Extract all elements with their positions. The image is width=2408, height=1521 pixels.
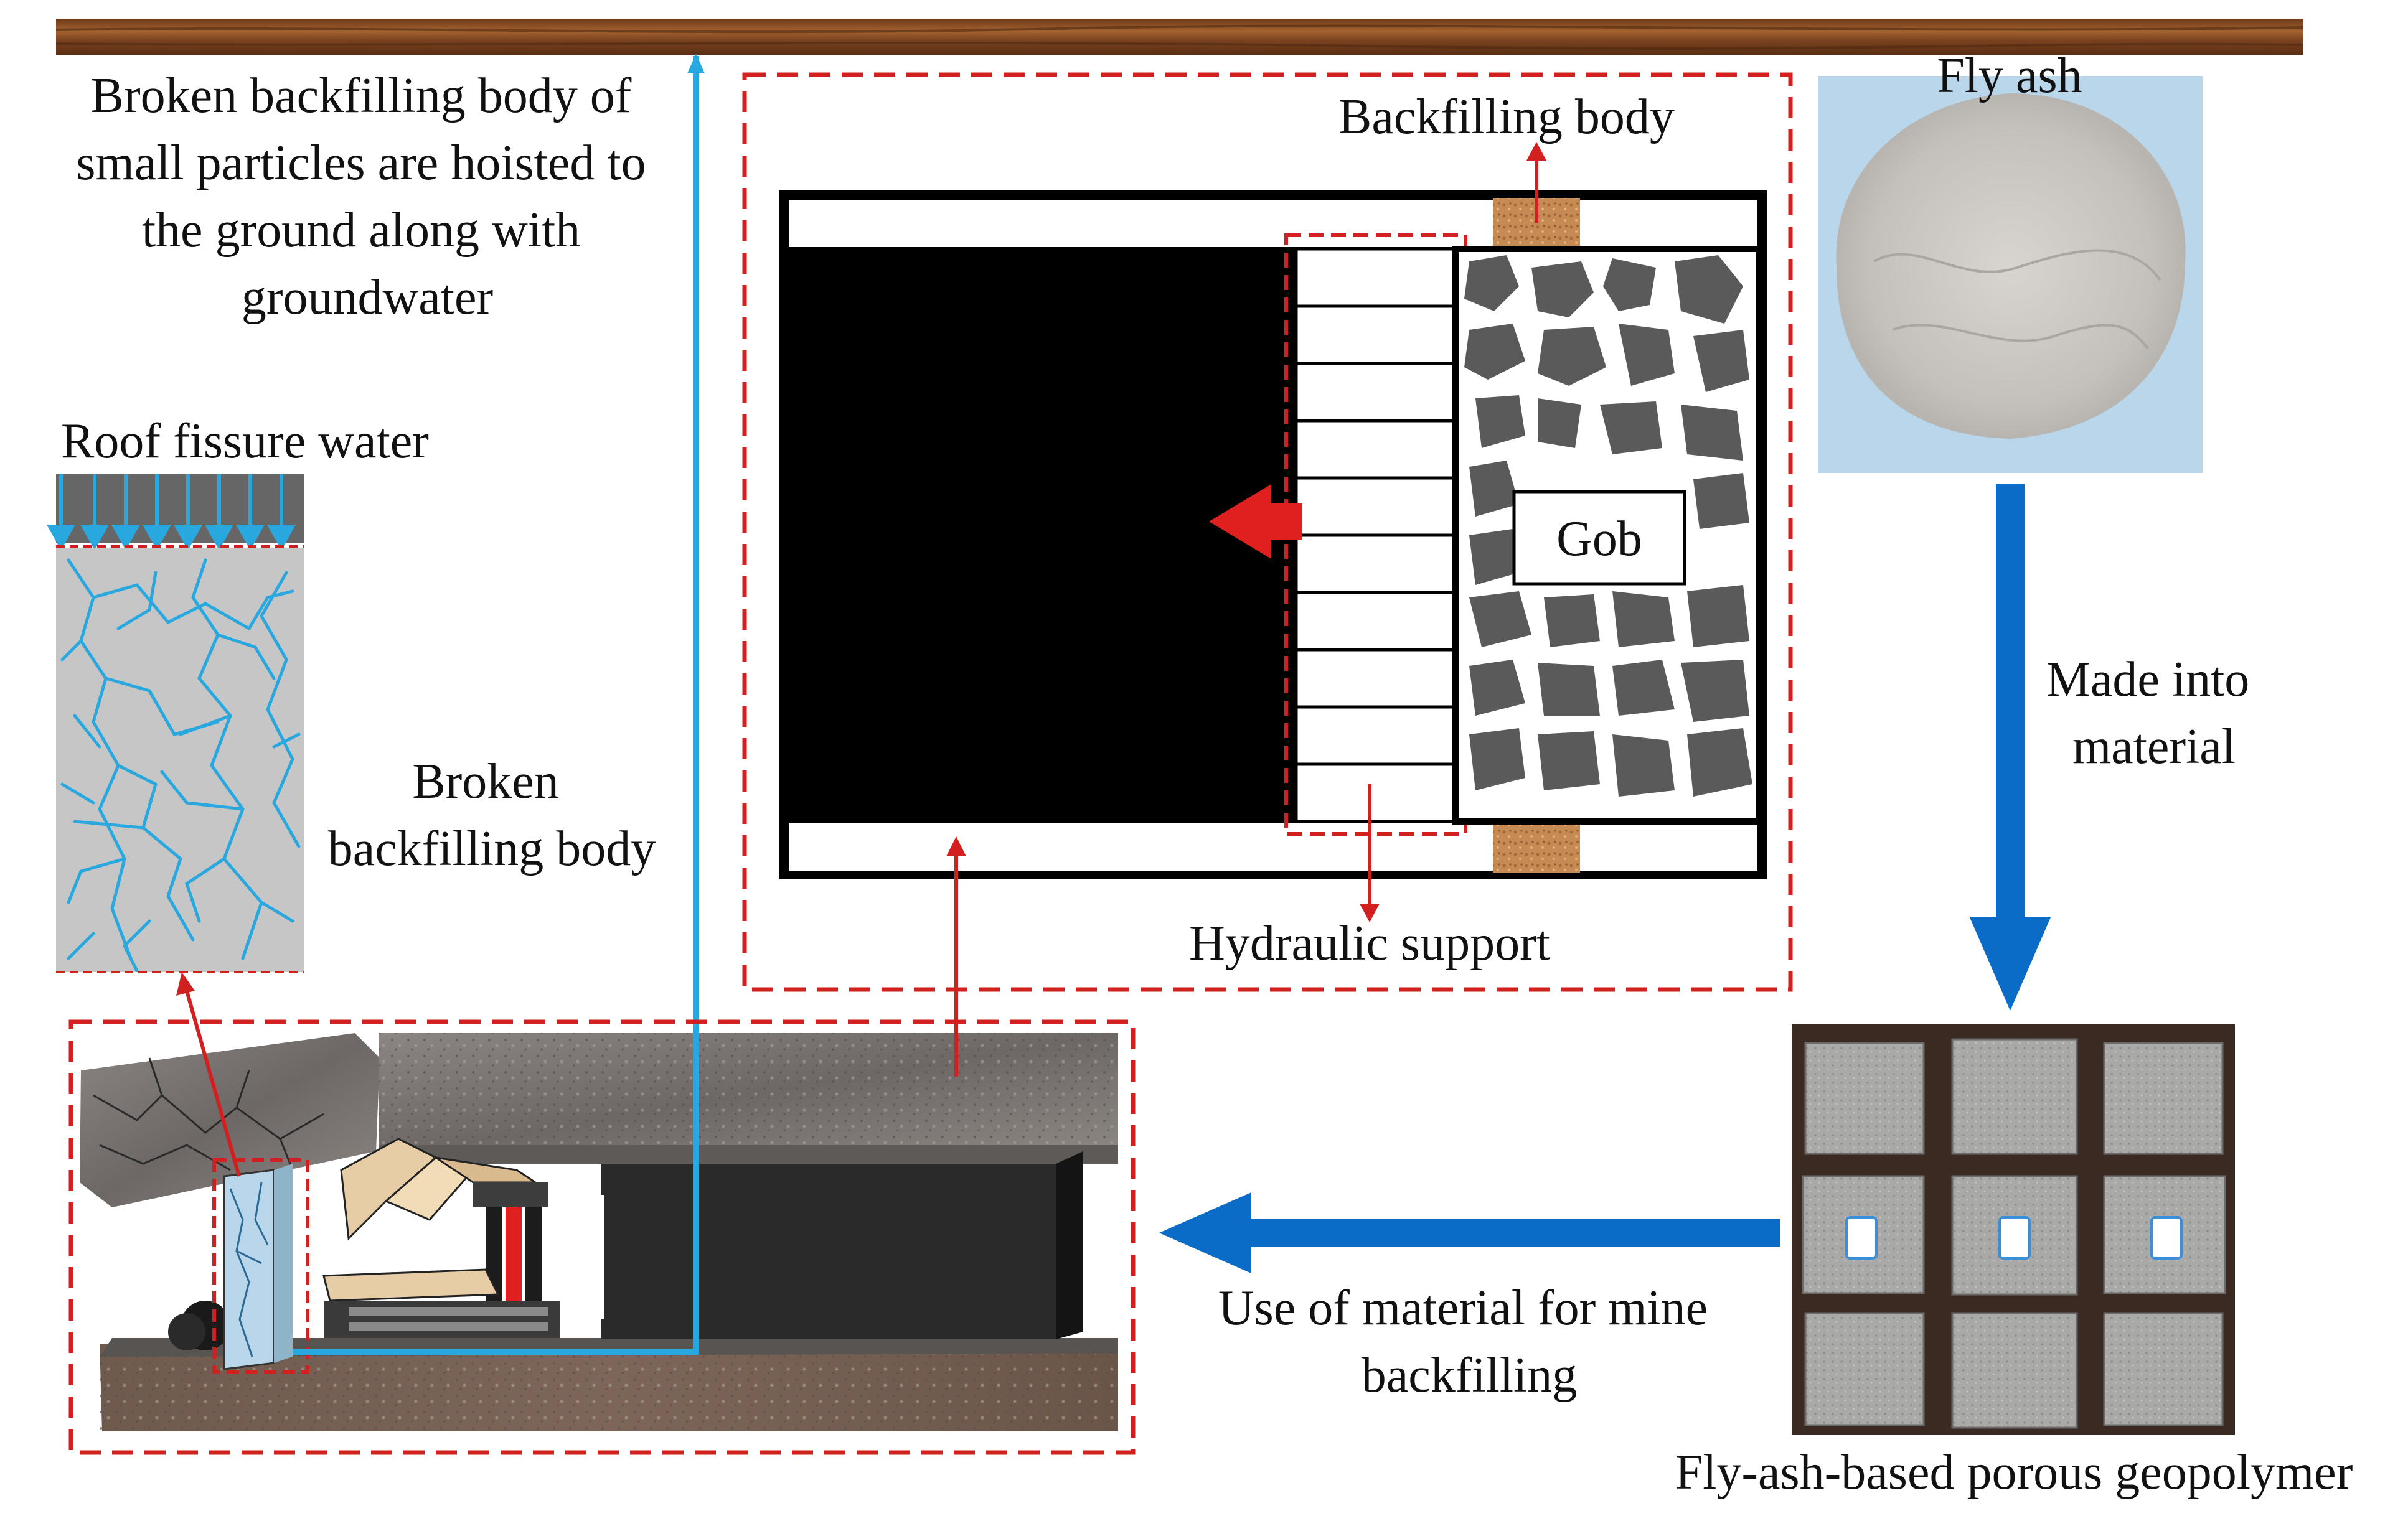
surface-wood-grain: [55, 24, 2304, 50]
hydraulic-support-machine: [168, 1138, 560, 1350]
made-into-arrow-shaft: [1996, 484, 2025, 920]
backfill-body-pointer-head-icon: [1526, 142, 1546, 161]
fly-ash-pile: [1836, 93, 2186, 439]
coal-seam-block: [601, 1164, 1056, 1339]
coal-seam-side: [1056, 1151, 1083, 1339]
specimen-tags: [1845, 1216, 2183, 1260]
hydraulic-support-label: Hydraulic support: [1189, 916, 1550, 971]
water-drip-arrows: [46, 474, 296, 551]
backfilling-body-label: Backfilling body: [1338, 90, 1675, 144]
made-into-label: Made into material: [2046, 652, 2262, 774]
geopolymer-label: Fly-ash-based porous geopolymer: [1675, 1445, 2353, 1500]
backfill-column: [223, 1169, 275, 1370]
mining-section-3d: [80, 1033, 1118, 1431]
backfill-column-callout: [212, 1158, 309, 1374]
coal-face-black: [787, 249, 1296, 821]
upper-roadway: [785, 196, 1761, 251]
hoisting-arrow-head-icon: [687, 54, 705, 73]
broken-backfill-pointer: [185, 990, 241, 1177]
plan-view-pointer-head-icon: [946, 836, 966, 856]
ground-surface: [56, 19, 2303, 55]
plan-view-callout-box: [742, 72, 1793, 992]
use-of-material-label: Use of material for mine backfilling: [1218, 1281, 1720, 1403]
broken-backfill-label: Broken backfilling body: [328, 754, 656, 876]
use-material-arrow-shaft: [1248, 1219, 1780, 1247]
hydraulic-support-pointer-head-icon: [1360, 904, 1380, 922]
gob-label: Gob: [1556, 512, 1642, 566]
main-roof-texture: [379, 1033, 1118, 1158]
made-into-arrow-head-icon: [1970, 917, 2051, 1011]
broken-backfill-pointer-head-icon: [176, 972, 195, 996]
broken-small-label: Broken backfilling body of small particl…: [76, 68, 658, 325]
fissure-network: [60, 558, 301, 972]
fly-ash-label: Fly ash: [1937, 49, 2082, 103]
broken-backfill-panel: [56, 548, 304, 972]
hydraulic-support-column: [1294, 247, 1457, 823]
fly-ash-texture: [1873, 249, 2161, 350]
roof-front-face: [379, 1145, 1118, 1164]
mined-goaf-void: [542, 1195, 604, 1319]
gob-rocks: [1464, 255, 1752, 797]
gob-label-box: [1512, 490, 1686, 586]
roof-fissure-water-label: Roof fissure water: [61, 414, 429, 469]
caved-roof-cracks: [93, 1057, 324, 1171]
backfill-strip-bottom: [1493, 821, 1580, 873]
hoisting-line-bottom: [293, 1033, 699, 1355]
mining-section-callout-box: [68, 1019, 1136, 1455]
backfill-column-cracks: [229, 1182, 269, 1357]
lower-roadway: [785, 820, 1761, 874]
backfill-column-side: [274, 1164, 293, 1363]
advance-direction-arrow-icon: [1209, 484, 1302, 559]
use-material-arrow-head-icon: [1159, 1192, 1251, 1273]
